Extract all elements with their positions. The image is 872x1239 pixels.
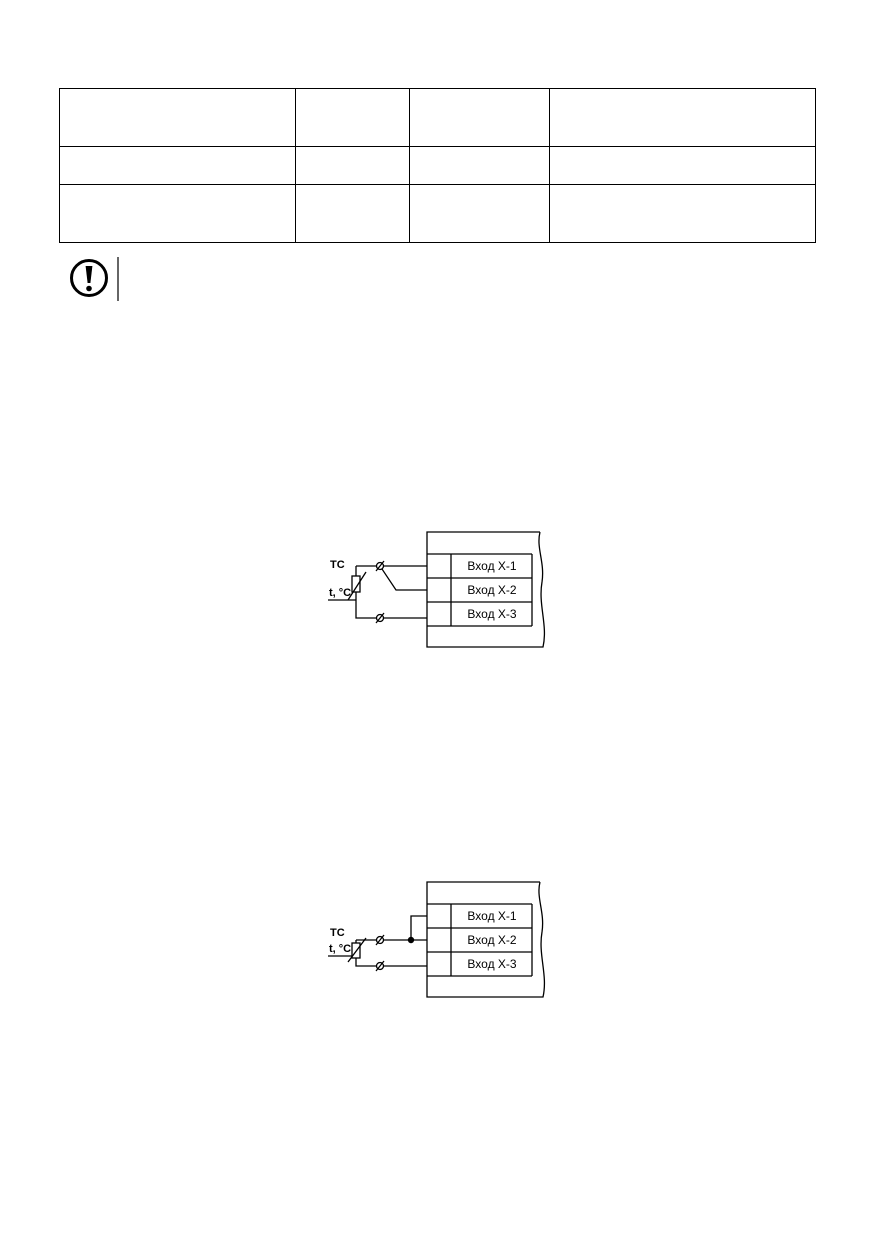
jumper-wire	[410, 915, 427, 940]
terminal-screw-icon	[375, 560, 385, 572]
terminal-screw-icon	[375, 612, 385, 624]
table-cell	[59, 88, 296, 147]
table-cell	[409, 146, 550, 185]
exclamation-circle-icon	[70, 257, 119, 301]
table-cell	[295, 146, 410, 185]
input-label: Вход Х-3	[467, 957, 516, 971]
input-label: Вход Х-1	[467, 559, 516, 573]
table-cell	[59, 184, 296, 243]
table-cell	[409, 184, 550, 243]
input-label: Вход Х-1	[467, 909, 516, 923]
thermistor-resistor	[351, 575, 361, 593]
table-row	[59, 184, 816, 243]
sensor-label: ТС	[330, 559, 345, 571]
table-cell	[409, 88, 550, 147]
wiring-diagram-canvas: Вход Х-1 Вход Х-2 Вход Х-3 ТС t, °C	[328, 881, 546, 998]
wiring-diagram-three-wire: Вход Х-1 Вход Х-2 Вход Х-3 ТС t, °C	[326, 530, 550, 650]
wire	[355, 566, 427, 619]
temperature-label: t, °C	[329, 587, 351, 599]
table-cell	[295, 88, 410, 147]
temperature-label: t, °C	[329, 943, 351, 955]
sensor-label: ТС	[330, 927, 345, 939]
table-cell	[295, 184, 410, 243]
device-housing	[426, 531, 546, 648]
table-row	[59, 146, 816, 185]
thermistor-arrow	[347, 571, 367, 601]
terminal-screw-icon	[375, 960, 385, 972]
wire	[355, 940, 427, 967]
input-label: Вход Х-2	[467, 583, 516, 597]
table-cell	[549, 184, 816, 243]
table-cell	[59, 146, 296, 185]
input-label: Вход Х-3	[467, 607, 516, 621]
device-housing	[426, 881, 546, 998]
input-label: Вход Х-2	[467, 933, 516, 947]
junction-dot	[407, 936, 415, 944]
wiring-diagram-two-wire: Вход Х-1 Вход Х-2 Вход Х-3 ТС t, °C	[326, 880, 550, 1000]
warning-note	[68, 257, 124, 303]
wire	[379, 565, 427, 591]
table-cell	[549, 88, 816, 147]
thermistor-arrow	[347, 937, 367, 963]
wiring-diagram-canvas: Вход Х-1 Вход Х-2 Вход Х-3 ТС t, °C	[328, 531, 546, 648]
terminal-screw-icon	[375, 934, 385, 946]
spec-table	[59, 88, 816, 243]
table-row	[59, 88, 816, 147]
table-cell	[549, 146, 816, 185]
